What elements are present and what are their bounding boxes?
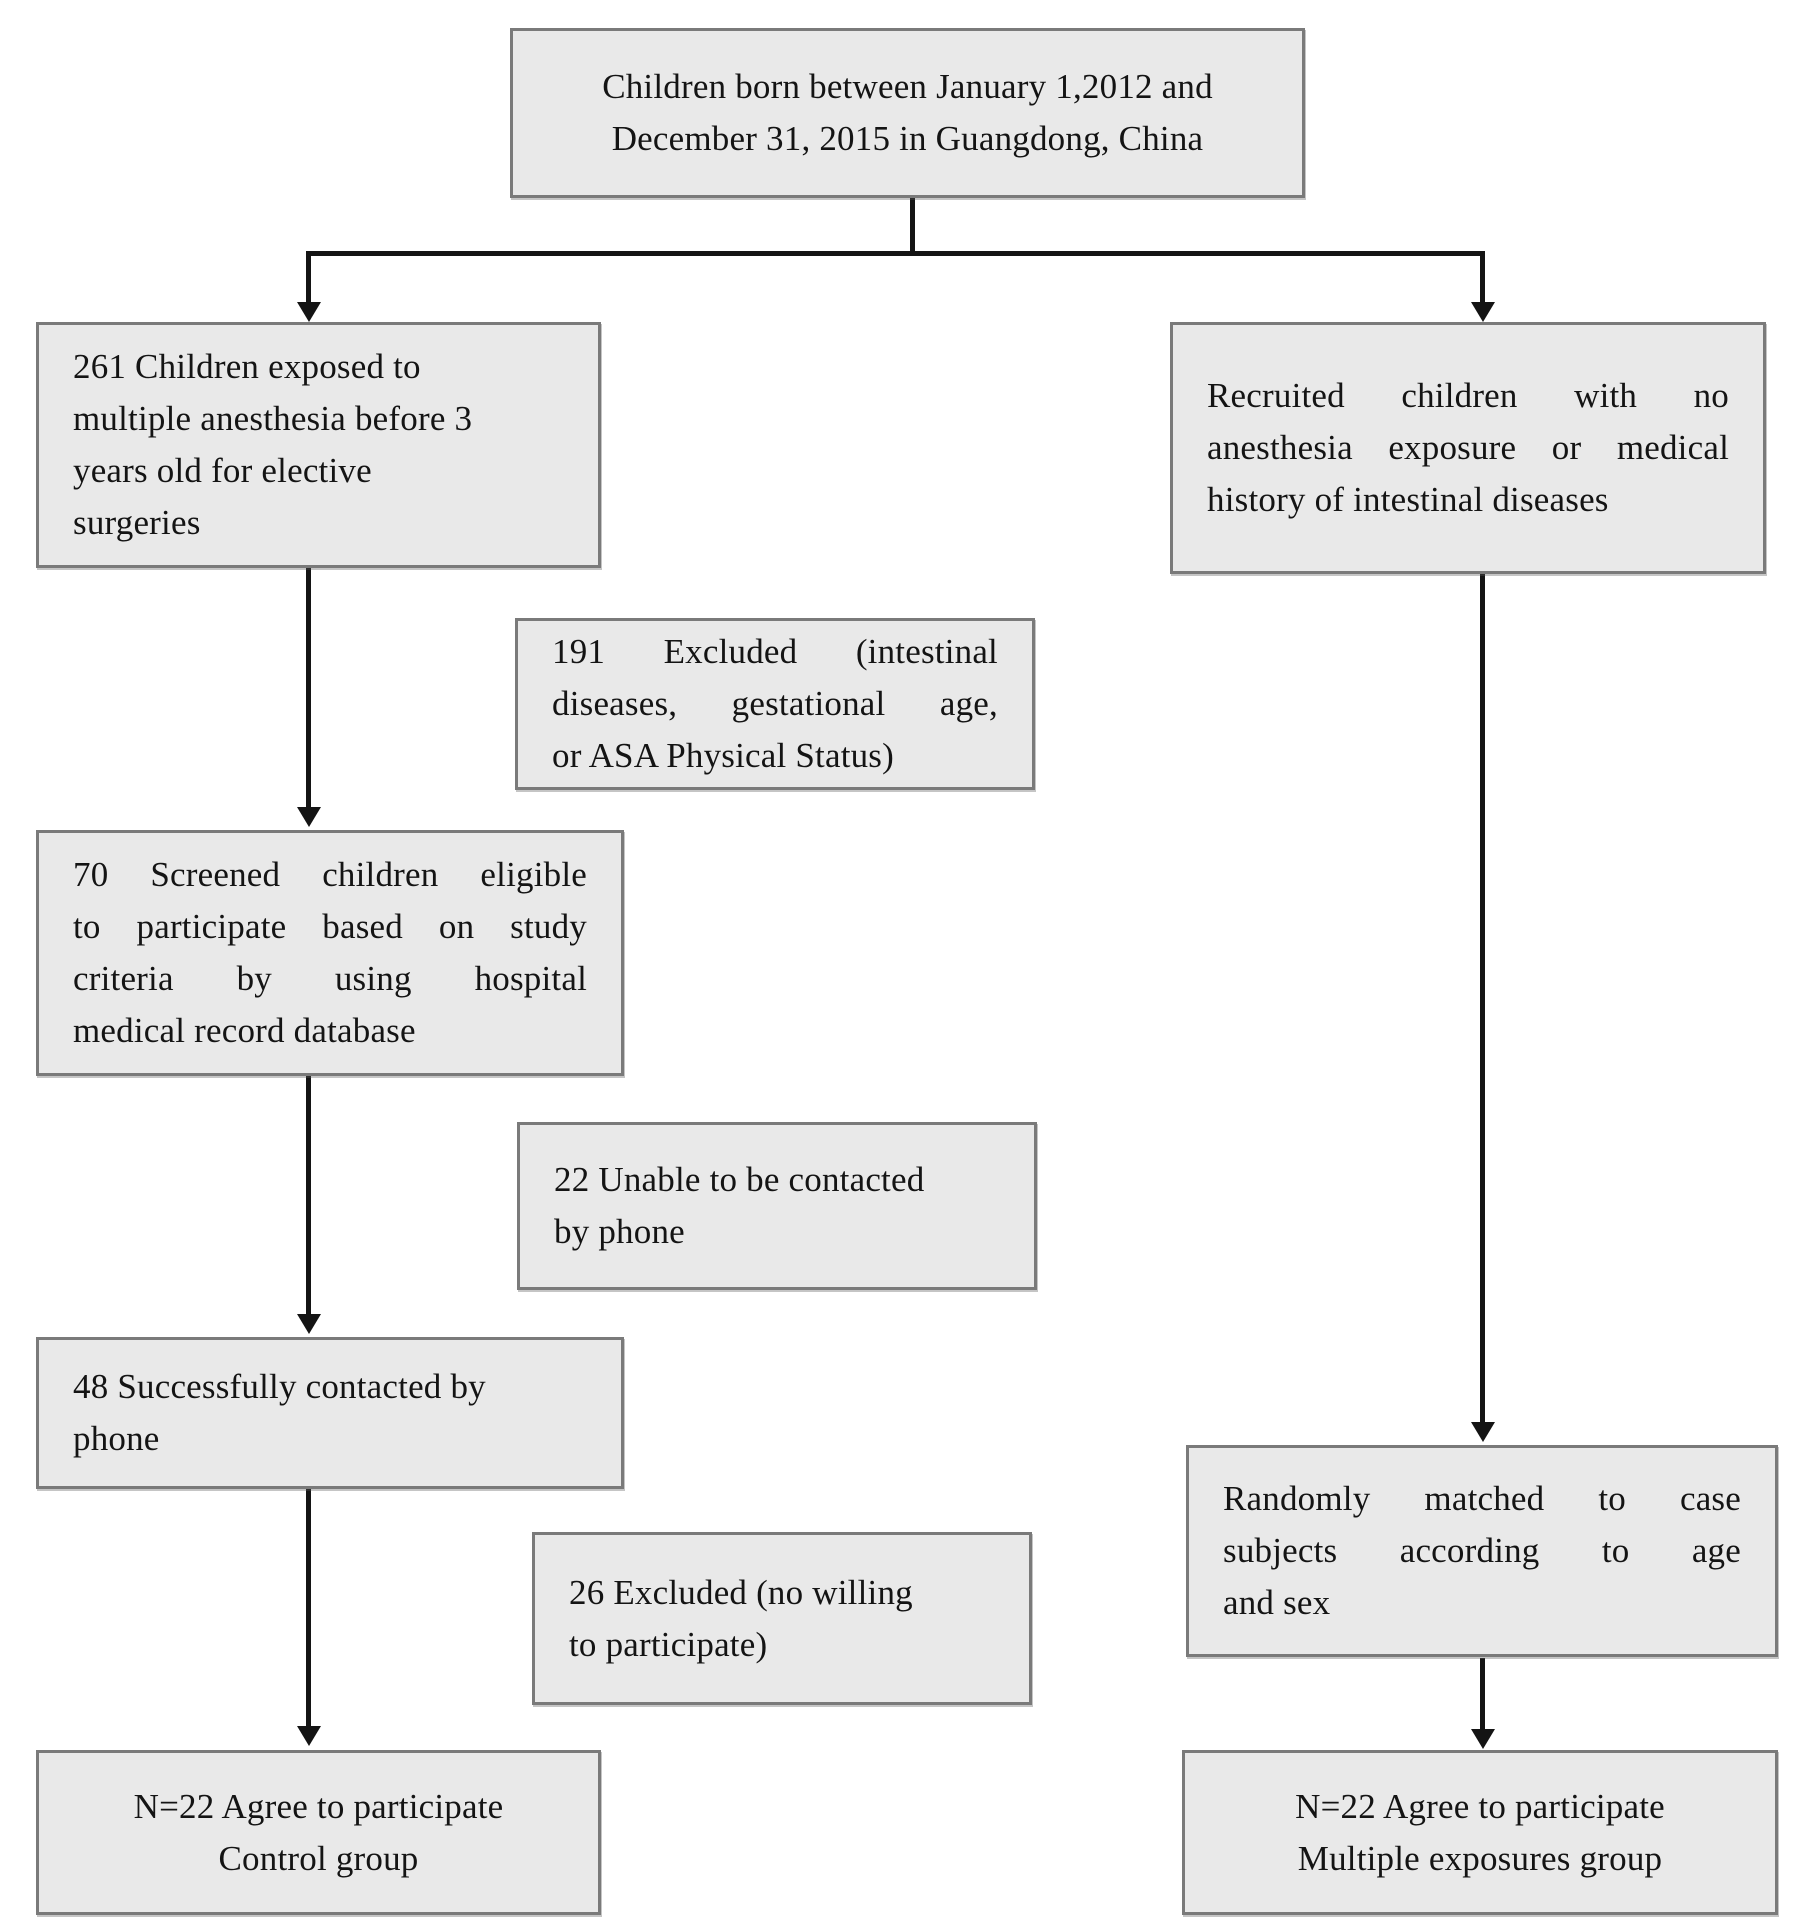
node-text-line: phone	[73, 1419, 160, 1458]
node-text-line: and sex	[1223, 1583, 1331, 1622]
connector-screened-to-contacted	[306, 1075, 311, 1315]
node-text-line: surgeries	[73, 503, 201, 542]
node-text-line: 191 Excluded (intestinal	[552, 632, 998, 671]
node-text-line: Randomly matched to case	[1223, 1479, 1741, 1518]
node-excluded-26: 26 Excluded (no willing to participate)	[532, 1532, 1032, 1705]
connector-exposed-to-screened	[306, 568, 311, 808]
node-text-line: subjects according to age	[1223, 1531, 1741, 1570]
node-recruited: Recruited children with no anesthesia exp…	[1170, 322, 1766, 574]
node-text-line: years old for elective	[73, 451, 372, 490]
node-text-line: December 31, 2015 in Guangdong, China	[611, 119, 1204, 158]
node-text-line: 48 Successfully contacted by	[73, 1367, 486, 1406]
node-text-line: 22 Unable to be contacted	[554, 1160, 925, 1199]
node-text-line: criteria by using hospital	[73, 959, 587, 998]
node-matched: Randomly matched to case subjects accordi…	[1186, 1445, 1778, 1657]
node-excluded-191: 191 Excluded (intestinal diseases, gestat…	[515, 618, 1035, 790]
node-text-line: multiple anesthesia before 3	[73, 399, 473, 438]
node-text-line: Multiple exposures group	[1297, 1838, 1663, 1878]
node-screened-70: 70 Screened children eligible to particip…	[36, 830, 624, 1076]
connector-matched-to-exposures	[1480, 1658, 1485, 1730]
connector-population-to-recruited	[1480, 251, 1485, 303]
node-unable-22: 22 Unable to be contacted by phone	[517, 1122, 1037, 1290]
connector-contacted-to-control	[306, 1487, 311, 1727]
node-text-line: by phone	[554, 1212, 685, 1251]
node-text-line: or ASA Physical Status)	[552, 736, 894, 775]
node-text-line: diseases, gestational age,	[552, 684, 998, 723]
node-text-line: Recruited children with no	[1207, 376, 1729, 415]
node-text-line: 70 Screened children eligible	[73, 855, 587, 894]
node-text-line: N=22 Agree to participate	[1295, 1786, 1665, 1826]
connector-population-to-exposed	[306, 251, 311, 303]
node-text-line: Children born between January 1,2012 and	[602, 67, 1213, 106]
connector-recruited-to-matched	[1480, 573, 1485, 1423]
node-exposed-261: 261 Children exposed to multiple anesthes…	[36, 322, 601, 568]
node-text-line: to participate)	[569, 1624, 768, 1664]
node-text-line: history of intestinal diseases	[1207, 480, 1609, 519]
connector-population-stem	[910, 198, 915, 255]
node-text-line: to participate based on study	[73, 907, 587, 946]
node-text-line: 261 Children exposed to	[73, 347, 421, 386]
node-text-line: medical record database	[73, 1011, 416, 1050]
node-text-line: 26 Excluded (no willing	[569, 1572, 913, 1612]
node-text-line: N=22 Agree to participate	[133, 1786, 504, 1826]
node-text-line: anesthesia exposure or medical	[1207, 428, 1729, 467]
node-population: Children born between January 1,2012 and…	[510, 28, 1305, 198]
node-contacted-48: 48 Successfully contacted by phone	[36, 1337, 624, 1489]
node-text-line: Control group	[218, 1838, 419, 1878]
connector-branch-horizontal	[306, 251, 1485, 256]
